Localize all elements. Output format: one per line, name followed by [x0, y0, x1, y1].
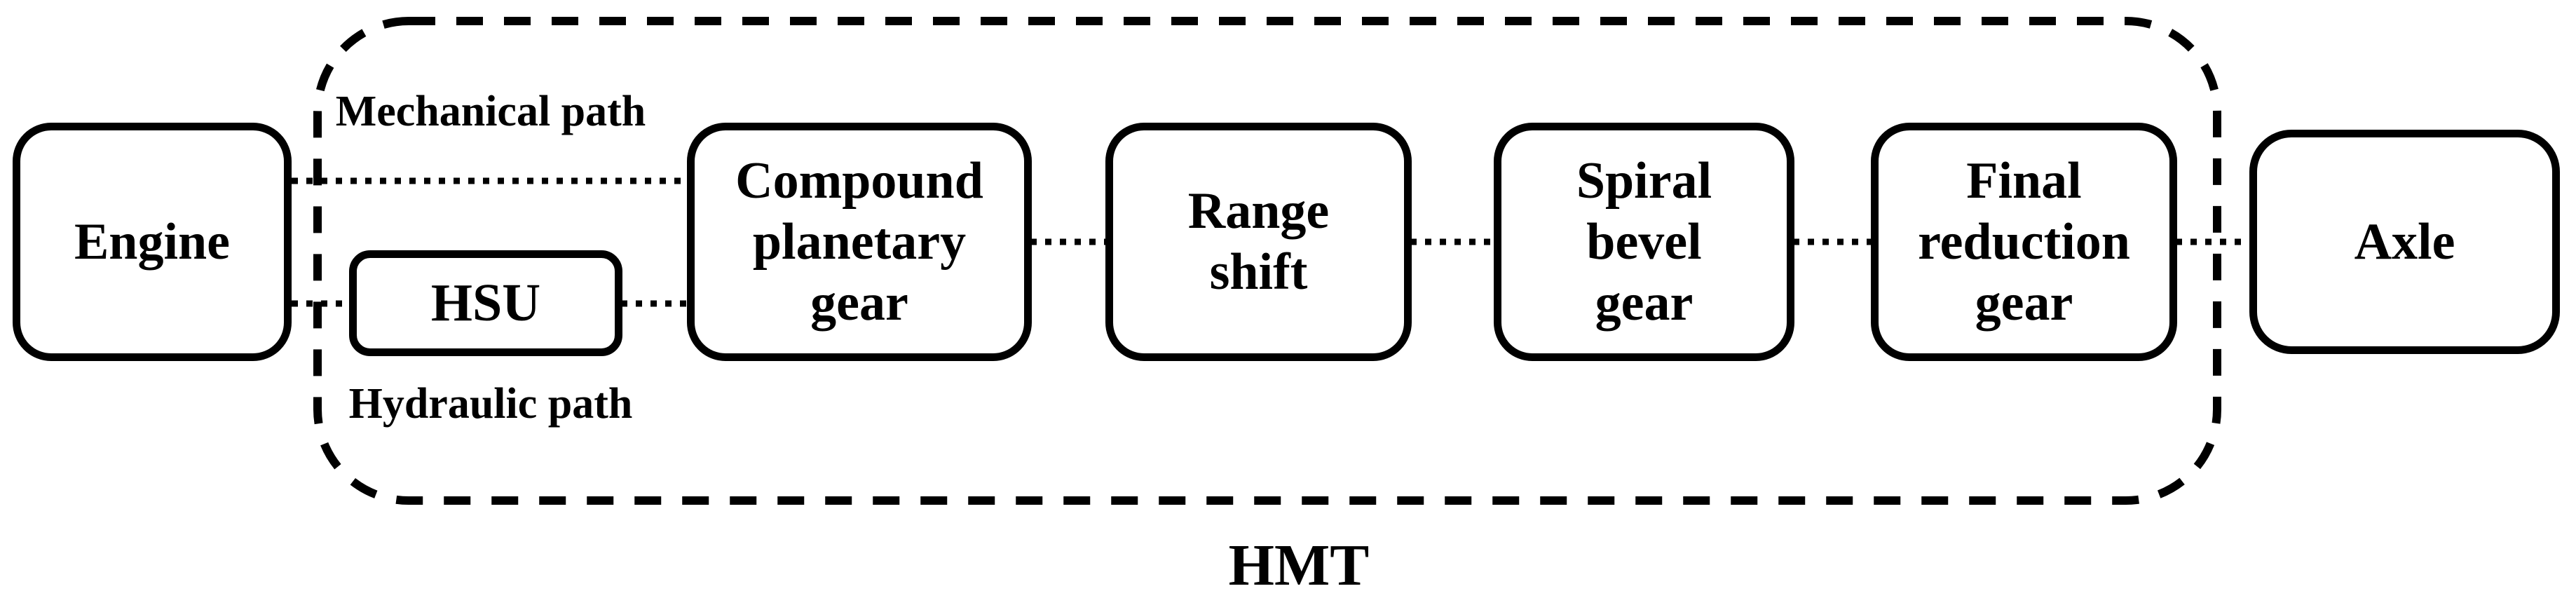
node-range-shift: Range shift: [1105, 123, 1412, 361]
node-engine-label: Engine: [74, 212, 231, 271]
node-spiral-bevel-gear-label: Spiral bevel gear: [1576, 151, 1712, 332]
node-axle: Axle: [2249, 130, 2560, 354]
node-compound-planetary-gear: Compound planetary gear: [687, 123, 1032, 361]
node-engine: Engine: [13, 123, 292, 361]
hydraulic-path-label: Hydraulic path: [348, 380, 633, 428]
node-hsu-label: HSU: [430, 273, 541, 332]
node-spiral-bevel-gear: Spiral bevel gear: [1494, 123, 1794, 361]
node-compound-planetary-gear-label: Compound planetary gear: [735, 151, 983, 332]
hmt-boundary-dashed-box: [313, 17, 2221, 505]
node-final-reduction-gear-label: Final reduction gear: [1918, 151, 2130, 332]
mechanical-path-label: Mechanical path: [335, 88, 646, 135]
node-axle-label: Axle: [2354, 212, 2455, 271]
node-range-shift-label: Range shift: [1187, 182, 1330, 301]
node-final-reduction-gear: Final reduction gear: [1871, 123, 2177, 361]
node-hsu: HSU: [349, 250, 622, 356]
hmt-label: HMT: [1228, 533, 1370, 598]
